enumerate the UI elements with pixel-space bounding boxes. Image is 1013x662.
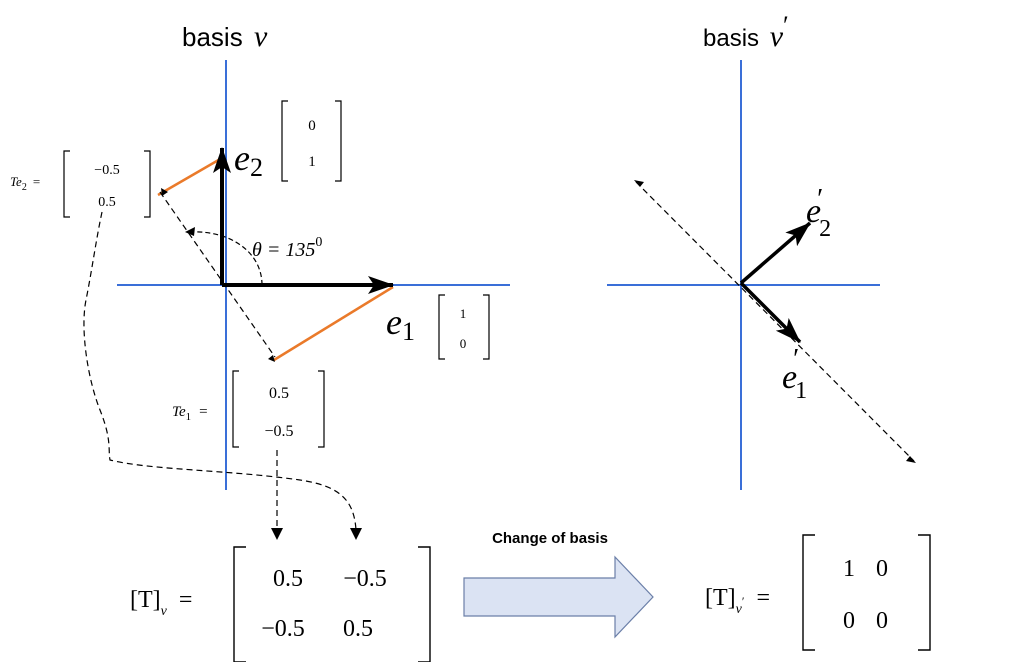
t-v-label: [T]v= [130, 587, 192, 619]
change-of-basis-label: Change of basis [492, 530, 608, 547]
t-vp-cell-22: 0 [876, 608, 888, 634]
t-vp-cell-21: 0 [843, 608, 855, 634]
te2-matrix-bottom: 0.5 [98, 195, 116, 210]
te2-matrix-top: −0.5 [94, 163, 119, 178]
orange-segment-te2 [157, 156, 223, 197]
e2-matrix-top: 0 [308, 118, 316, 134]
t-v-cell-12: −0.5 [343, 566, 387, 592]
e2-matrix: 0 1 [281, 100, 342, 182]
left-basis-title: basis v [182, 20, 268, 53]
right-panel: basis v′ e2′ e1′ [607, 11, 916, 490]
e1-matrix-top: 1 [460, 306, 467, 321]
te1-matrix: 0.5 −0.5 [232, 370, 325, 448]
t-vp-matrix: 1 0 0 0 [802, 534, 931, 651]
theta-arc [189, 231, 263, 286]
e2-matrix-bottom: 1 [308, 154, 316, 170]
e2-label: e2 [234, 138, 263, 182]
e2-prime-label: e2′ [806, 184, 831, 242]
te1-label: Te1= [172, 404, 208, 423]
change-of-basis-arrow [463, 555, 654, 639]
right-basis-title: basis v′ [703, 11, 789, 53]
t-vp-cell-12: 0 [876, 556, 888, 582]
te1-matrix-top: 0.5 [269, 385, 289, 402]
te2-connector-arrowhead [350, 528, 362, 540]
t-v-cell-22: 0.5 [343, 616, 373, 642]
e1-matrix: 1 0 [438, 294, 490, 360]
theta-label: θ = 1350 [252, 235, 322, 261]
bottom-section: [T]v= 0.5 −0.5 −0.5 0.5 Change of basis … [130, 530, 931, 662]
t-vp-label: [T]v′= [705, 585, 770, 617]
left-panel: basis v θ = 1350 e2 0 1 [10, 20, 510, 540]
right-diag-arrowhead-bottom [906, 456, 916, 463]
right-dashed-diagonal [635, 181, 915, 462]
e1-prime-vector [739, 281, 802, 344]
e1-label: e1 [386, 302, 415, 346]
theta-arc-arrowhead [185, 227, 195, 236]
right-diag-arrowhead-top [634, 180, 644, 187]
t-vp-cell-11: 1 [843, 556, 855, 582]
e2-prime-vector [739, 221, 812, 285]
te1-matrix-bottom: −0.5 [264, 423, 293, 440]
dashed-diagonal [159, 191, 276, 358]
t-v-cell-21: −0.5 [261, 616, 305, 642]
diag-arrowhead-top [161, 188, 168, 196]
te2-label: Te2= [10, 174, 40, 193]
te1-connector-arrowhead [271, 528, 283, 540]
te2-connector [83, 211, 357, 531]
diag-arrowhead-bottom [268, 355, 275, 362]
t-v-matrix: 0.5 −0.5 −0.5 0.5 [233, 546, 431, 662]
t-v-cell-11: 0.5 [273, 566, 303, 592]
e1-prime-label: e1′ [782, 344, 807, 404]
e1-matrix-bottom: 0 [460, 336, 467, 351]
te2-matrix: −0.5 0.5 [63, 150, 151, 218]
orange-segment-te1 [273, 285, 394, 362]
